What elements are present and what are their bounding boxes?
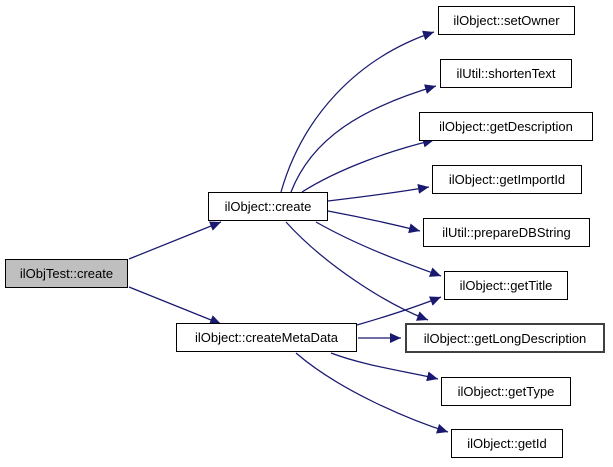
edge-create-to-gettitle <box>315 221 442 277</box>
node-ilobject-gettype[interactable]: ilObject::getType <box>441 377 571 406</box>
node-ilobject-getdescription[interactable]: ilObject::getDescription <box>419 112 593 141</box>
edge-create-to-getlongdescription <box>285 221 429 321</box>
node-ilutil-shortentext[interactable]: ilUtil::shortenText <box>440 59 572 88</box>
edge-create-to-preparedbstring <box>327 210 421 234</box>
node-ilobject-gettitle[interactable]: ilObject::getTitle <box>444 271 568 300</box>
node-ilobject-create[interactable]: ilObject::create <box>208 192 328 221</box>
node-ilutil-preparedbstring[interactable]: ilUtil::prepareDBString <box>423 218 590 247</box>
node-ilobject-setowner[interactable]: ilObject::setOwner <box>438 6 575 35</box>
edge-ilobjtest-create-to-ilobject-create <box>128 221 222 260</box>
node-ilobject-getlongdescription[interactable]: ilObject::getLongDescription <box>405 323 605 353</box>
node-ilobject-getid[interactable]: ilObject::getId <box>451 429 563 458</box>
edge-create-to-shortentext <box>290 84 437 193</box>
edge-createmetadata-to-gettitle <box>356 296 442 326</box>
edge-ilobjtest-create-to-createmetadata <box>128 286 222 325</box>
edge-create-to-getimportid <box>327 183 430 202</box>
node-ilobjtest-create[interactable]: ilObjTest::create <box>5 259 128 288</box>
node-ilobject-getimportid[interactable]: ilObject::getImportId <box>432 165 582 194</box>
node-ilobject-createmetadata[interactable]: ilObject::createMetaData <box>176 323 357 352</box>
edge-create-to-getdescription <box>301 137 435 193</box>
edge-create-to-setowner <box>280 30 435 193</box>
edge-createmetadata-to-getid <box>295 352 449 434</box>
edge-createmetadata-to-gettype <box>330 352 439 382</box>
